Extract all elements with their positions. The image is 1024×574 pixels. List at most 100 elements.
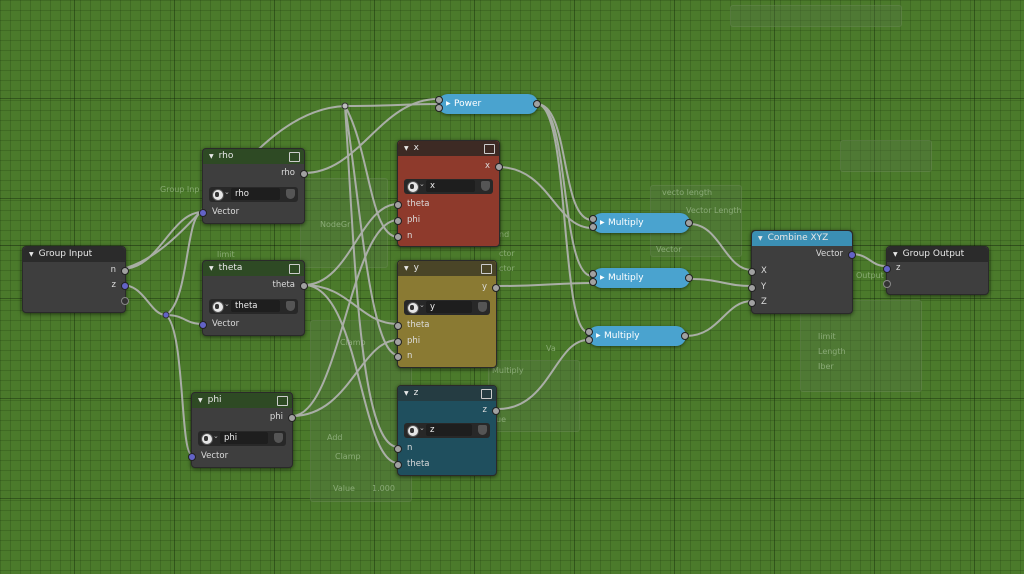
- collapse-triangle-icon[interactable]: ▼: [404, 145, 409, 152]
- float-socket-icon[interactable]: [589, 215, 597, 223]
- float-socket-icon[interactable]: [300, 282, 308, 290]
- float-socket-icon[interactable]: [681, 332, 689, 340]
- fake-user-icon[interactable]: [286, 189, 295, 199]
- phi-attribute-node[interactable]: ▼phi phi ⌄phi Vector: [188, 392, 296, 468]
- float-socket-icon[interactable]: [589, 278, 597, 286]
- float-socket-icon[interactable]: [121, 267, 129, 275]
- attribute-name-field[interactable]: ⌄x: [404, 179, 493, 194]
- float-socket-icon[interactable]: [394, 338, 402, 346]
- attribute-name-field[interactable]: ⌄z: [404, 423, 490, 438]
- float-socket-icon[interactable]: [300, 170, 308, 178]
- rho-attribute-node[interactable]: ▼rho rho ⌄rho Vector: [199, 148, 308, 224]
- attribute-domain-icon[interactable]: [212, 189, 224, 201]
- attribute-name-field[interactable]: ⌄theta: [209, 299, 298, 314]
- collapse-triangle-icon[interactable]: ▼: [893, 251, 898, 258]
- attribute-domain-icon[interactable]: [212, 301, 224, 313]
- x-group-node[interactable]: ▼x x ⌄x theta phi n: [394, 140, 503, 247]
- combine-xyz-node[interactable]: ▼Combine XYZ Vector X Y Z: [748, 230, 856, 314]
- node-group-icon[interactable]: [481, 264, 492, 274]
- float-socket-icon[interactable]: [585, 336, 593, 344]
- attribute-name-input[interactable]: z: [426, 424, 472, 436]
- vector-socket-icon[interactable]: [883, 265, 891, 273]
- float-socket-icon[interactable]: [394, 201, 402, 209]
- node-header[interactable]: ▼phi: [192, 393, 292, 408]
- node-header[interactable]: ▼Group Input: [23, 247, 125, 262]
- collapse-triangle-icon[interactable]: ▶: [446, 100, 451, 107]
- node-group-icon[interactable]: [277, 396, 288, 406]
- float-socket-icon[interactable]: [748, 268, 756, 276]
- node-group-icon[interactable]: [481, 389, 492, 399]
- node-header[interactable]: ▼y: [398, 261, 496, 276]
- chevron-down-icon[interactable]: ⌄: [419, 301, 425, 309]
- group-input-node[interactable]: ▼Group Input n z: [22, 246, 129, 313]
- theta-attribute-node[interactable]: ▼theta theta ⌄theta Vector: [199, 260, 308, 336]
- chevron-down-icon[interactable]: ⌄: [224, 300, 230, 308]
- empty-socket-icon[interactable]: [883, 280, 891, 288]
- float-socket-icon[interactable]: [492, 407, 500, 415]
- float-socket-icon[interactable]: [394, 353, 402, 361]
- attribute-name-field[interactable]: ⌄rho: [209, 187, 298, 202]
- node-group-icon[interactable]: [289, 152, 300, 162]
- float-socket-icon[interactable]: [589, 223, 597, 231]
- float-socket-icon[interactable]: [394, 233, 402, 241]
- attribute-domain-icon[interactable]: [407, 425, 419, 437]
- node-header[interactable]: ▼theta: [203, 261, 304, 276]
- attribute-name-input[interactable]: rho: [231, 188, 280, 200]
- float-socket-icon[interactable]: [685, 219, 693, 227]
- collapse-triangle-icon[interactable]: ▶: [600, 219, 605, 226]
- float-socket-icon[interactable]: [495, 163, 503, 171]
- chevron-down-icon[interactable]: ⌄: [419, 424, 425, 432]
- node-header[interactable]: ▼rho: [203, 149, 304, 164]
- multiply-math-node-2[interactable]: ▶Multiply: [589, 268, 693, 288]
- node-header[interactable]: ▼Combine XYZ: [752, 231, 852, 246]
- float-socket-icon[interactable]: [394, 461, 402, 469]
- node-header[interactable]: ▼Group Output: [887, 247, 988, 262]
- float-socket-icon[interactable]: [394, 445, 402, 453]
- node-group-icon[interactable]: [484, 144, 495, 154]
- vector-socket-icon[interactable]: [199, 321, 207, 329]
- vector-socket-icon[interactable]: [199, 209, 207, 217]
- attribute-name-field[interactable]: ⌄y: [404, 300, 490, 315]
- empty-socket-icon[interactable]: [121, 297, 129, 305]
- node-group-icon[interactable]: [289, 264, 300, 274]
- float-socket-icon[interactable]: [685, 274, 693, 282]
- attribute-domain-icon[interactable]: [407, 181, 419, 193]
- attribute-domain-icon[interactable]: [201, 433, 213, 445]
- attribute-domain-icon[interactable]: [407, 302, 419, 314]
- float-socket-icon[interactable]: [748, 284, 756, 292]
- float-socket-icon[interactable]: [748, 299, 756, 307]
- attribute-name-field[interactable]: ⌄phi: [198, 431, 286, 446]
- power-math-node[interactable]: ▶Power: [435, 94, 541, 114]
- vector-socket-icon[interactable]: [121, 282, 129, 290]
- vector-socket-icon[interactable]: [848, 251, 856, 259]
- collapse-triangle-icon[interactable]: ▼: [209, 265, 214, 272]
- float-socket-icon[interactable]: [585, 328, 593, 336]
- attribute-name-input[interactable]: phi: [220, 432, 268, 444]
- float-socket-icon[interactable]: [435, 104, 443, 112]
- fake-user-icon[interactable]: [481, 181, 490, 191]
- vector-socket-icon[interactable]: [188, 453, 196, 461]
- collapse-triangle-icon[interactable]: ▶: [600, 274, 605, 281]
- attribute-name-input[interactable]: y: [426, 301, 472, 313]
- float-socket-icon[interactable]: [492, 284, 500, 292]
- float-socket-icon[interactable]: [435, 96, 443, 104]
- float-socket-icon[interactable]: [533, 100, 541, 108]
- chevron-down-icon[interactable]: ⌄: [213, 432, 219, 440]
- attribute-name-input[interactable]: theta: [231, 300, 280, 312]
- multiply-math-node-1[interactable]: ▶Multiply: [589, 213, 693, 233]
- float-socket-icon[interactable]: [589, 270, 597, 278]
- node-header[interactable]: ▼x: [398, 141, 499, 156]
- collapse-triangle-icon[interactable]: ▶: [596, 332, 601, 339]
- node-header[interactable]: ▼z: [398, 386, 496, 401]
- z-group-node[interactable]: ▼z z ⌄z n theta: [394, 385, 500, 476]
- float-socket-icon[interactable]: [288, 414, 296, 422]
- float-socket-icon[interactable]: [394, 322, 402, 330]
- y-group-node[interactable]: ▼y y ⌄y theta phi n: [394, 260, 500, 368]
- collapse-triangle-icon[interactable]: ▼: [209, 153, 214, 160]
- chevron-down-icon[interactable]: ⌄: [224, 188, 230, 196]
- collapse-triangle-icon[interactable]: ▼: [404, 390, 409, 397]
- chevron-down-icon[interactable]: ⌄: [419, 180, 425, 188]
- attribute-name-input[interactable]: x: [426, 180, 475, 192]
- float-socket-icon[interactable]: [394, 217, 402, 225]
- fake-user-icon[interactable]: [478, 302, 487, 312]
